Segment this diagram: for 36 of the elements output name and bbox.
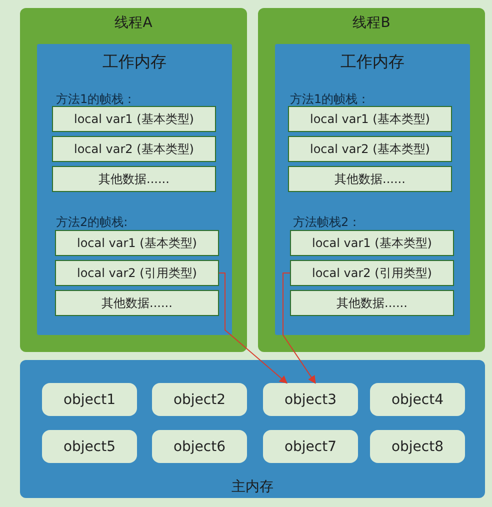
stack-slot: local var1 (基本类型) (288, 106, 452, 132)
object-box: object4 (370, 383, 465, 416)
panel-title: 线程A (114, 14, 154, 32)
stack-heading: 方法2的帧栈: (56, 214, 128, 231)
panel-title: 工作内存 (102, 52, 168, 73)
arrow (282, 272, 316, 384)
object-box: object3 (263, 383, 358, 416)
object-box: object7 (263, 430, 358, 463)
stack-heading: 方法1的帧栈： (56, 91, 136, 108)
memory-panel (20, 360, 485, 498)
stack-heading: 方法帧栈2： (293, 214, 361, 231)
object-box: object2 (152, 383, 247, 416)
memory-panel (37, 44, 232, 335)
panel-title: 主内存 (230, 478, 274, 496)
object-box: object5 (42, 430, 137, 463)
thread-panel (258, 8, 485, 352)
thread-panel (20, 8, 247, 352)
object-box: object6 (152, 430, 247, 463)
arrow (218, 272, 288, 384)
stack-slot: local var1 (基本类型) (52, 106, 216, 132)
stack-slot: local var1 (基本类型) (55, 230, 219, 256)
stack-slot: 其他数据...... (55, 290, 219, 316)
object-box: object8 (370, 430, 465, 463)
stack-slot: local var2 (引用类型) (290, 260, 454, 286)
stack-slot: local var2 (基本类型) (52, 136, 216, 162)
stack-slot: local var1 (基本类型) (290, 230, 454, 256)
object-box: object1 (42, 383, 137, 416)
memory-panel (275, 44, 470, 335)
panel-title: 工作内存 (340, 52, 406, 73)
stack-slot: local var2 (引用类型) (55, 260, 219, 286)
stack-slot: 其他数据...... (52, 166, 216, 192)
stack-heading: 方法1的帧栈： (290, 91, 370, 108)
panel-title: 线程B (352, 14, 392, 32)
stack-slot: 其他数据...... (290, 290, 454, 316)
stack-slot: 其他数据...... (288, 166, 452, 192)
stack-slot: local var2 (基本类型) (288, 136, 452, 162)
